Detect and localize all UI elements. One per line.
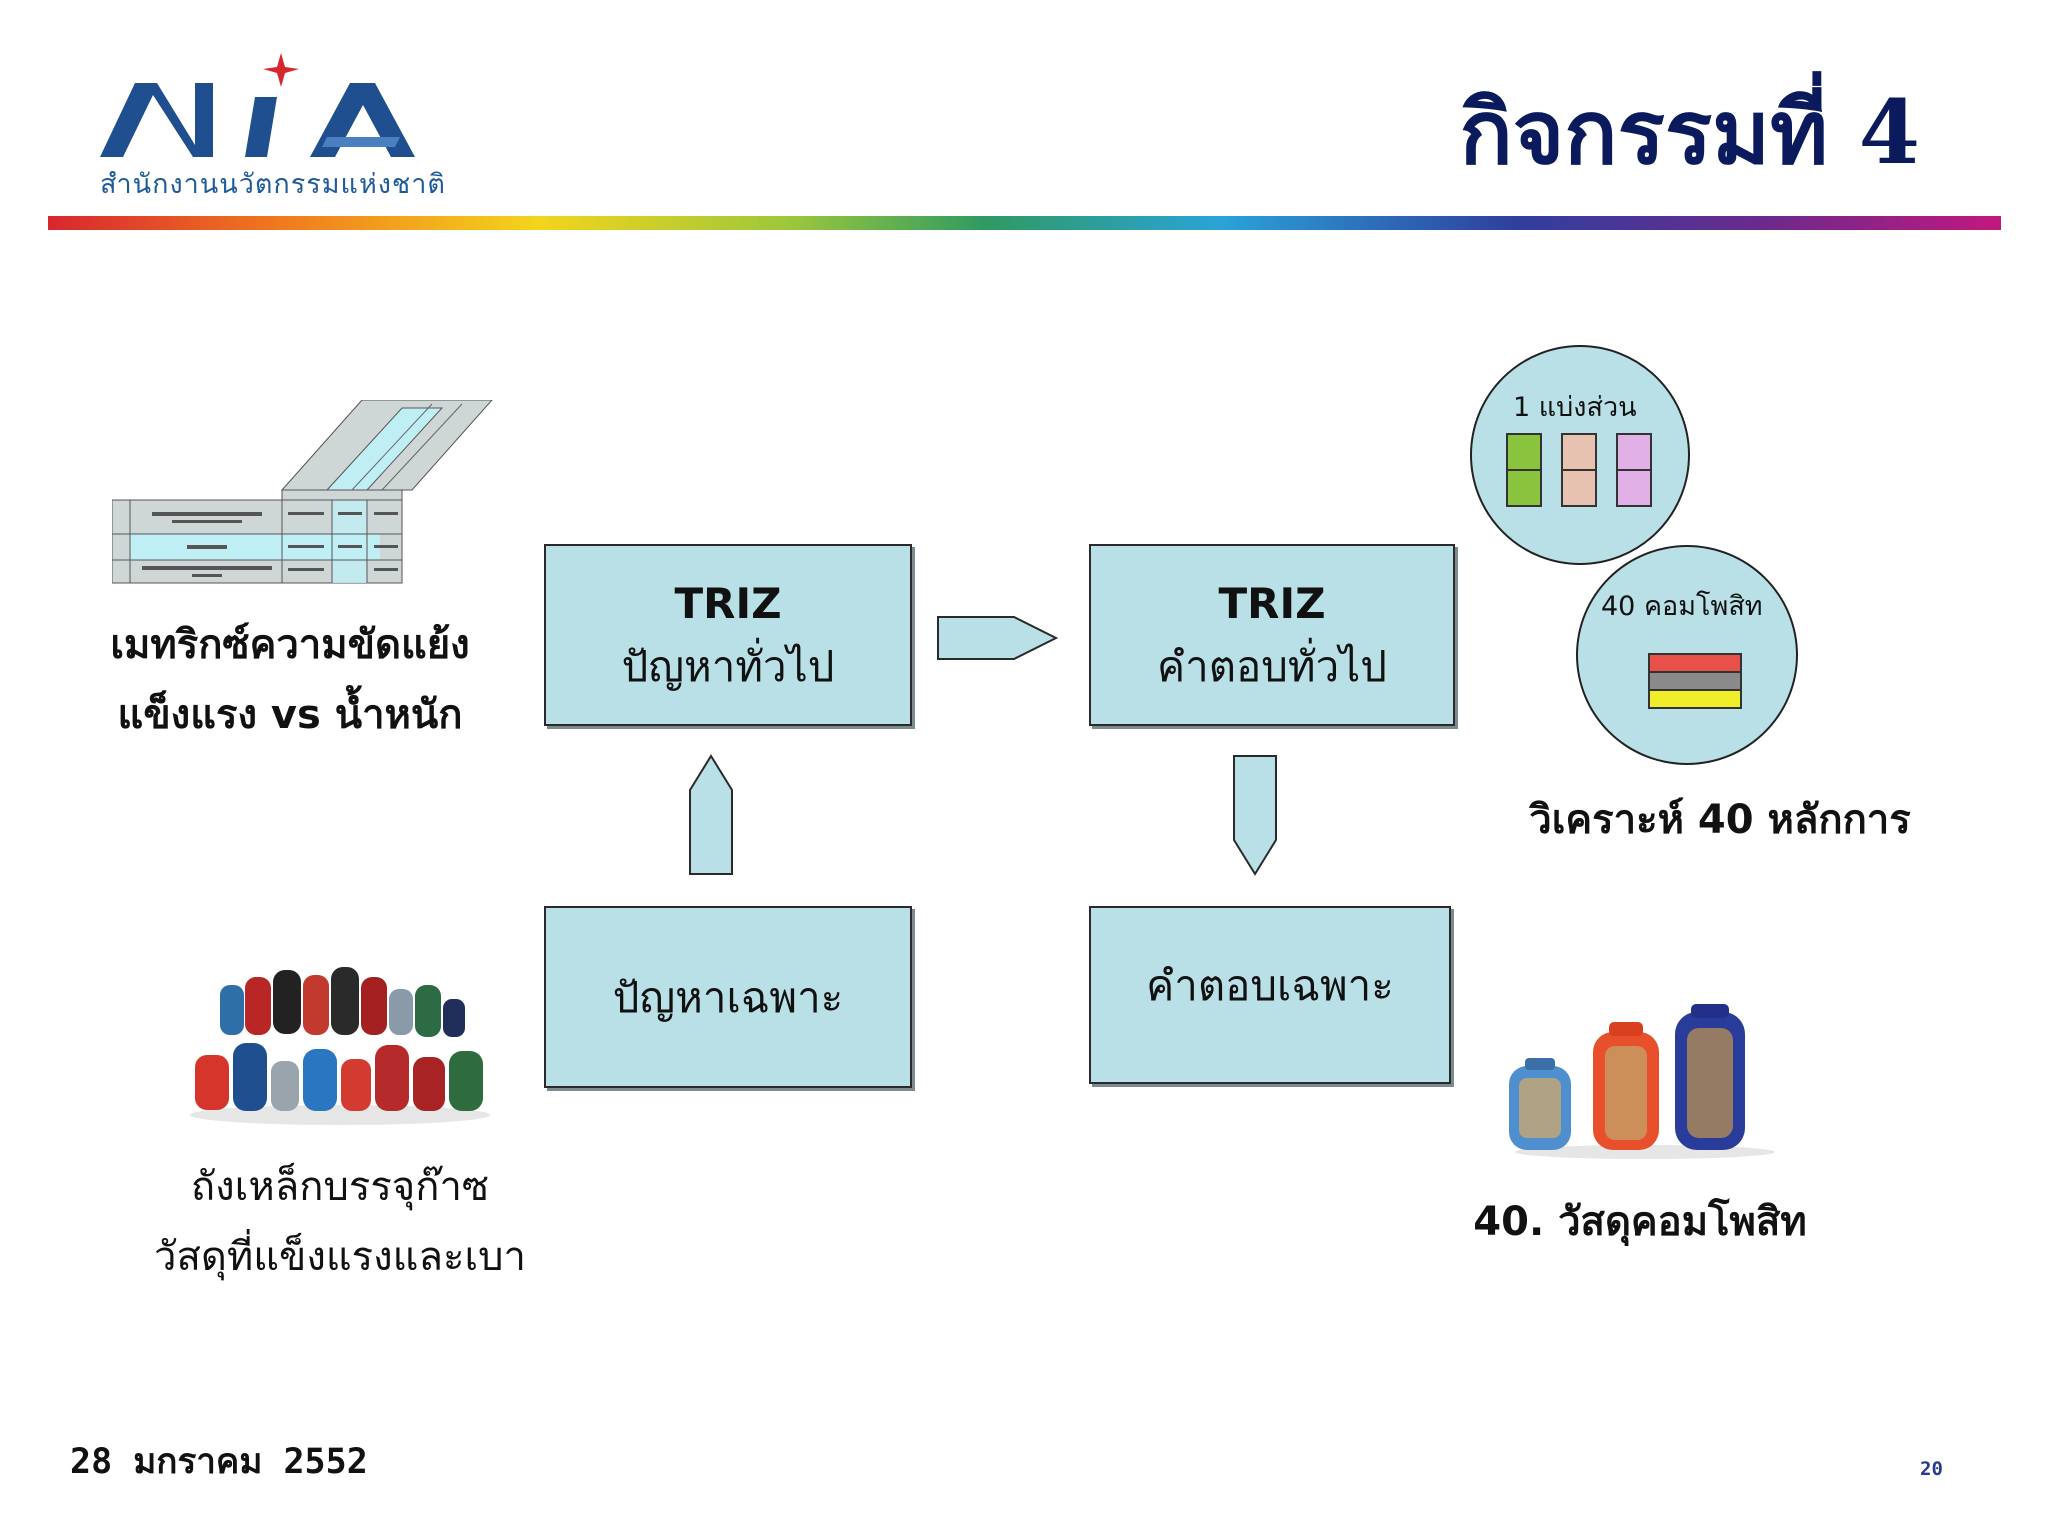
- nia-logo: [100, 53, 415, 157]
- matrix-caption: เมทริกซ์ความขัดแย้ง แข็งแรง vs น้ำหนัก: [60, 610, 520, 750]
- page-title: กิจกรรมที่ 4: [1459, 80, 1920, 184]
- steel-gas-cylinders-image: [190, 967, 490, 1125]
- specific-solution-label: คำตอบเฉพาะ: [1146, 961, 1394, 1010]
- matrix-caption-line2: แข็งแรง vs น้ำหนัก: [117, 692, 463, 738]
- general-problem-label: ปัญหาทั่วไป: [621, 642, 835, 691]
- specific-problem-box: ปัญหาเฉพาะ: [544, 906, 912, 1088]
- general-solution-triz-label: TRIZ: [1218, 579, 1326, 628]
- composite-gas-cylinders-image: [1509, 1004, 1775, 1159]
- steel-cylinder-caption-line2: วัสดุที่แข็งแรงและเบา: [154, 1234, 526, 1280]
- contradiction-matrix-thumbnail: [112, 400, 493, 584]
- segmentation-label: 1 แบ่งส่วน: [1513, 392, 1637, 423]
- specific-solution-box: คำตอบเฉพาะ: [1089, 906, 1451, 1084]
- steel-cylinder-caption: ถังเหล็กบรรจุก๊าซ วัสดุที่แข็งแรงและเบา: [110, 1152, 570, 1292]
- segmentation-blocks-icon: [1506, 433, 1652, 507]
- rainbow-divider: [48, 216, 2001, 230]
- arrow-up: [689, 754, 733, 875]
- logo-subtitle: สำนักงานนวัตกรรมแห่งชาติ: [100, 169, 446, 200]
- matrix-caption-line1: เมทริกซ์ความขัดแย้ง: [110, 622, 470, 668]
- arrow-down: [1233, 755, 1277, 876]
- arrow-right: [937, 616, 1059, 660]
- composite-material-caption: 40. วัสดุคอมโพสิท: [1473, 1199, 1807, 1245]
- forty-principles-caption: วิเคราะห์ 40 หลักการ: [1529, 797, 1911, 843]
- specific-problem-label: ปัญหาเฉพาะ: [612, 972, 844, 1022]
- general-solution-label: คำตอบทั่วไป: [1157, 642, 1387, 691]
- composite-layers-icon: [1648, 653, 1742, 709]
- page-number: 20: [1920, 1458, 1943, 1480]
- composite-label: 40 คอมโพสิท: [1601, 591, 1763, 622]
- steel-cylinder-caption-line1: ถังเหล็กบรรจุก๊าซ: [190, 1164, 490, 1210]
- footer-date: 28 มกราคม 2552: [70, 1442, 368, 1482]
- general-solution-box: TRIZ คำตอบทั่วไป: [1089, 544, 1455, 726]
- general-problem-triz-label: TRIZ: [674, 579, 782, 628]
- general-problem-box: TRIZ ปัญหาทั่วไป: [544, 544, 912, 726]
